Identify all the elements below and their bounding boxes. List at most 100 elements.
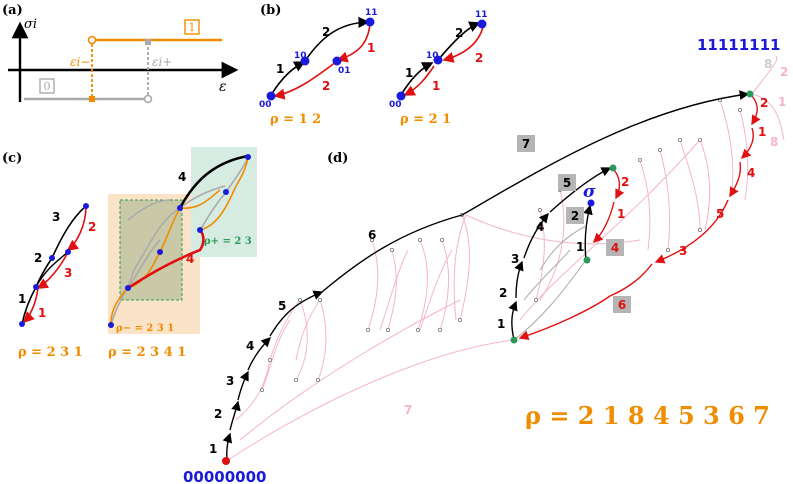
state-label: 10 bbox=[426, 51, 439, 61]
edge-label: 1 bbox=[276, 62, 284, 76]
open-circle bbox=[143, 94, 153, 104]
state-node bbox=[157, 249, 163, 255]
inner-gray bbox=[513, 225, 587, 341]
edge bbox=[35, 251, 69, 288]
boxed-labels: 7 5 2 4 6 bbox=[517, 135, 631, 313]
state-label: 10 bbox=[294, 51, 307, 61]
edge-label: 2 bbox=[455, 26, 463, 40]
rho-label: ρ = 2 3 4 1 bbox=[108, 345, 186, 360]
edge bbox=[403, 65, 435, 96]
state-node bbox=[477, 19, 487, 29]
eps-plus-marker bbox=[145, 39, 151, 45]
state-node bbox=[300, 56, 310, 66]
edge bbox=[22, 287, 39, 324]
edge bbox=[442, 26, 484, 63]
edge-label: 2 bbox=[475, 51, 483, 65]
boxed-label: 7 bbox=[522, 137, 530, 151]
state-one-box bbox=[184, 19, 200, 35]
lattice-nodes bbox=[259, 98, 743, 392]
edge-label: 1 bbox=[758, 125, 766, 139]
panel-b: (b) 00 10 01 11 1 2 1 2 ρ = 1 2 00 10 11… bbox=[259, 3, 488, 127]
state-node bbox=[49, 255, 55, 261]
edge-label: 5 bbox=[278, 299, 286, 313]
rho-minus-label: ρ− = 2 3 1 bbox=[116, 323, 174, 334]
boxed-label: 4 bbox=[611, 241, 619, 255]
rho-plus-label: ρ+ = 2 3 bbox=[204, 236, 252, 247]
x-axis-label: ε bbox=[219, 79, 227, 95]
eps-minus-marker bbox=[89, 96, 95, 102]
edge bbox=[36, 251, 69, 289]
inner-path bbox=[508, 167, 612, 341]
state-node bbox=[332, 56, 342, 66]
edge-label: 7 bbox=[404, 403, 412, 417]
cluster-node bbox=[583, 256, 591, 264]
sigma-node bbox=[587, 199, 595, 207]
edge bbox=[21, 286, 37, 325]
state-label: 11 bbox=[475, 10, 488, 20]
inner-descending bbox=[593, 169, 625, 243]
y-axis-label: σi bbox=[24, 17, 37, 32]
edge-label: 1 bbox=[432, 79, 440, 93]
edge-label: 3 bbox=[64, 266, 72, 280]
faint-label: 8 bbox=[764, 57, 772, 71]
state-zero-box bbox=[39, 78, 55, 94]
faint-label: 1 bbox=[778, 95, 786, 109]
edge-label: 2 bbox=[621, 175, 629, 189]
edge-label: 3 bbox=[679, 244, 687, 258]
cluster-node bbox=[609, 164, 617, 172]
edge-label: 3 bbox=[52, 210, 60, 224]
state-node bbox=[125, 285, 131, 291]
edge-label: 4 bbox=[246, 339, 254, 353]
edge-label: 5 bbox=[716, 207, 724, 221]
edge-label: 4 bbox=[186, 252, 194, 266]
edge-label: 2 bbox=[499, 286, 507, 300]
rho-label: ρ = 2 1 8 4 5 3 6 7 bbox=[525, 401, 770, 430]
edge-label: 1 bbox=[38, 306, 46, 320]
boxed-label: 6 bbox=[618, 298, 626, 312]
boxed-label: 2 bbox=[571, 209, 579, 223]
edge-label: 1 bbox=[405, 66, 413, 80]
sigma-label: σ bbox=[583, 182, 596, 202]
main-path bbox=[222, 90, 750, 461]
edge-label: 3 bbox=[511, 252, 519, 266]
state-node bbox=[83, 203, 89, 209]
edge-label: 1 bbox=[497, 317, 505, 331]
edge bbox=[437, 21, 481, 61]
edge bbox=[304, 16, 370, 62]
edge bbox=[127, 229, 205, 290]
panel-c: (c) 1 2 3 2 3 1 ρ = 2 3 1 bbox=[2, 147, 257, 360]
panel-c-label: (c) bbox=[2, 151, 22, 166]
start-node bbox=[222, 457, 230, 465]
start-state-label: 00000000 bbox=[183, 468, 267, 484]
rho-label: ρ = 1 2 bbox=[270, 112, 321, 127]
panel-a-label: (a) bbox=[2, 3, 23, 18]
rho-label: ρ = 2 3 1 bbox=[18, 345, 83, 360]
state-node bbox=[19, 321, 25, 327]
state-node bbox=[266, 91, 276, 101]
edge-label: 2 bbox=[34, 251, 42, 265]
state-node bbox=[365, 17, 375, 27]
edge-label: 1 bbox=[367, 41, 375, 55]
boxed-label: 5 bbox=[563, 176, 571, 190]
edge-label: 4 bbox=[178, 170, 186, 184]
edge-label: 2 bbox=[214, 407, 222, 421]
faint-label: 8 bbox=[770, 135, 778, 149]
edge-label: 1 bbox=[617, 207, 625, 221]
state-label: 01 bbox=[338, 66, 351, 76]
edge-label: 2 bbox=[322, 25, 330, 39]
state-zero-label: 0 bbox=[44, 80, 51, 93]
state-label: 11 bbox=[365, 8, 378, 18]
edge-label: 1 bbox=[576, 240, 584, 254]
end-node bbox=[746, 90, 754, 98]
descending-path bbox=[518, 95, 761, 340]
state-node bbox=[177, 205, 183, 211]
eps-plus-label: εi+ bbox=[152, 55, 172, 69]
edge bbox=[66, 205, 87, 251]
edge bbox=[273, 61, 337, 100]
edge-label: 2 bbox=[322, 79, 330, 93]
edge-label: 1 bbox=[18, 292, 26, 306]
state-node bbox=[108, 322, 114, 328]
edge-label: 4 bbox=[536, 220, 544, 234]
sub-paths bbox=[110, 157, 249, 326]
